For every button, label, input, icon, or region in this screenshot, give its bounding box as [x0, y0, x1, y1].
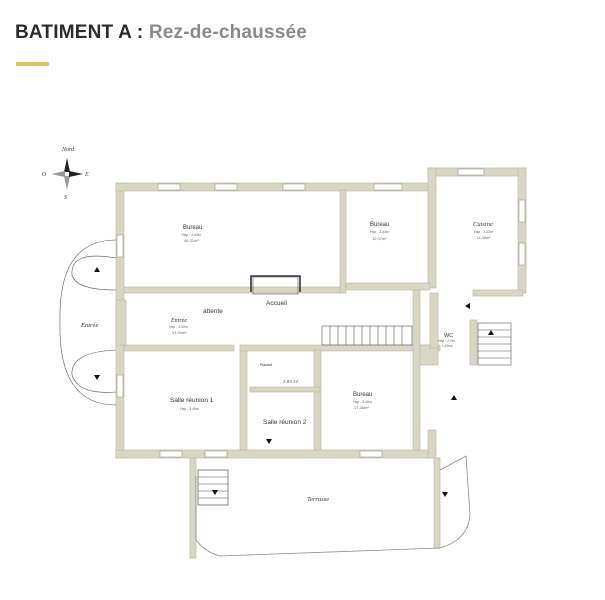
room-bureau-1: Bureau [183, 225, 202, 231]
compass-south-needle [64, 176, 70, 190]
room-cuisine-height: Hsp : 3.03m [474, 230, 493, 234]
left-steps [59, 239, 117, 406]
room-terrasse: Terrasse [307, 496, 329, 503]
room-salle-reunion-2: Salle réunion 2 [263, 419, 307, 426]
room-accueil: Accueil [266, 300, 288, 307]
room-bureau-3-height: Hsp : 3.46m [353, 400, 372, 404]
compass-east-needle [69, 171, 83, 177]
exterior-entree: Entrée [80, 322, 98, 329]
windows [116, 168, 526, 458]
room-entree: Entrée [170, 318, 187, 324]
title-floor: Rez-de-chaussée [148, 22, 308, 43]
room-bureau-2-height: Hsp : 3.44m [370, 230, 389, 234]
room-wc-area: 1,50m² [442, 344, 454, 348]
room-bureau-1-height: Hsp : 3.44m [182, 233, 201, 237]
room-labels: Bureau Hsp : 3.44m 48,31m² Bureau Hsp : … [80, 221, 493, 503]
room-salle-reunion-1-height: Hsp : 3.46m [180, 407, 199, 411]
compass-north: Nord [61, 147, 75, 153]
room-bureau-2-area: 12,07m² [372, 236, 387, 241]
room-cuisine: Cuisine [473, 221, 493, 228]
room-attente: attente [203, 308, 223, 315]
title-building: BATIMENT A : [15, 22, 144, 43]
room-entree-height: Hsp : 3.30m [169, 325, 188, 329]
room-bureau-3: Bureau [353, 392, 372, 398]
room-entree-area: 31,94m² [172, 330, 187, 335]
compass-east: E [84, 172, 89, 178]
stairs [252, 276, 512, 366]
title-accent-bar [16, 62, 49, 66]
direction-arrows [94, 267, 494, 497]
room-salle-reunion-1: Salle réunion 1 [170, 397, 214, 404]
page-title: BATIMENT A : Rez-de-chaussée [15, 22, 307, 44]
compass-north-needle [64, 158, 70, 172]
room-wc-height: Hsp : 2.9m [438, 339, 455, 343]
reception-desk [250, 275, 301, 292]
room-wc: WC [444, 333, 453, 339]
terrace-outline [195, 455, 471, 557]
compass-south: S [64, 195, 67, 201]
room-placard: Placard [260, 363, 272, 367]
room-bureau-2: Bureau [370, 222, 389, 228]
compass-west-needle [51, 171, 65, 177]
room-bureau-1-area: 48,31m² [184, 238, 199, 243]
room-bureau-3-area: 17,35m² [354, 405, 369, 410]
compass-west: O [42, 172, 47, 178]
compass: Nord O E S [42, 147, 89, 201]
room-placard-area: 2,83 m² [283, 379, 299, 384]
room-cuisine-area: 13,30m² [476, 235, 491, 240]
